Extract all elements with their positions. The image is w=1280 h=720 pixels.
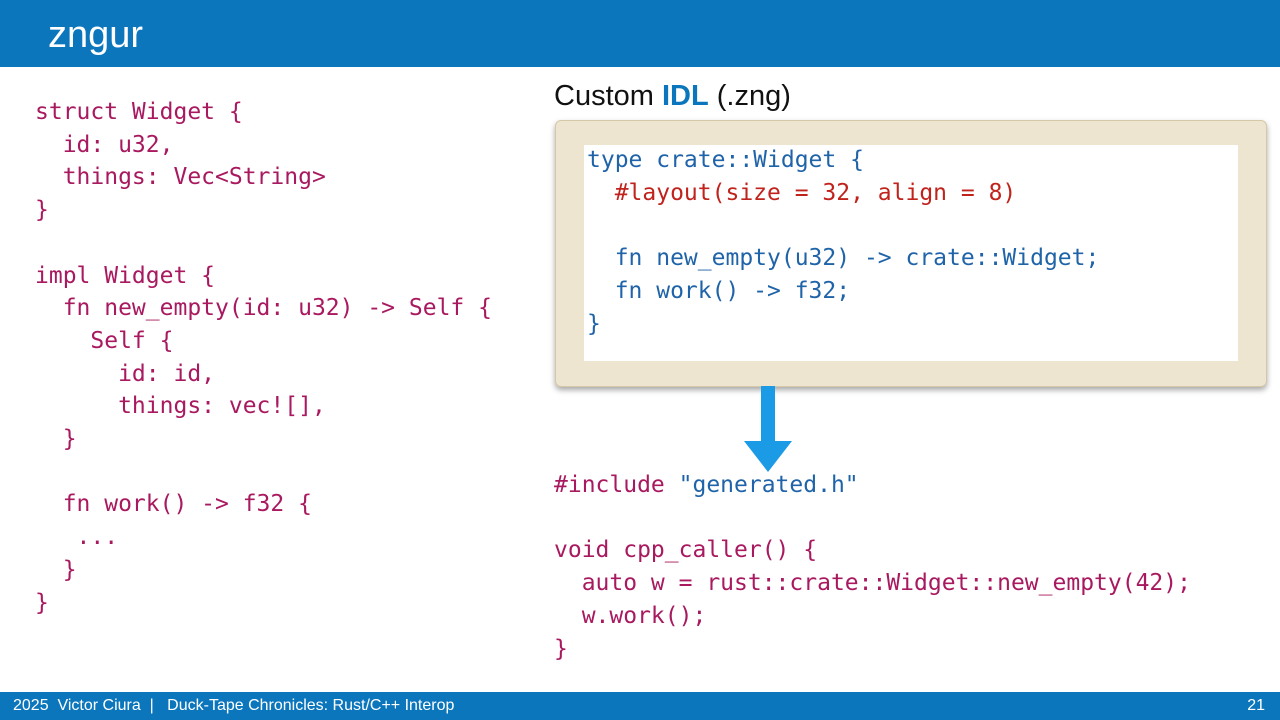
idl-heading: Custom IDL (.zng) bbox=[554, 79, 791, 113]
cpp-line-work: w.work(); bbox=[554, 602, 707, 629]
rust-code-line: id: u32, bbox=[35, 131, 174, 158]
slide-header: zngur bbox=[0, 0, 1280, 67]
cpp-line-auto: auto w = rust::crate::Widget::new_empty(… bbox=[554, 570, 1191, 597]
rust-code-line: fn work() -> f32 { bbox=[35, 491, 312, 518]
rust-code-block: struct Widget { id: u32, things: Vec<Str… bbox=[35, 96, 492, 619]
idl-line-close: } bbox=[587, 310, 601, 337]
rust-code-line: } bbox=[35, 556, 77, 583]
cpp-line-func: void cpp_caller() { bbox=[554, 537, 818, 564]
cpp-include-directive: #include bbox=[554, 472, 679, 498]
rust-code-line: ... bbox=[35, 524, 119, 551]
idl-line-work: fn work() -> f32; bbox=[587, 277, 851, 304]
arrow-down-icon bbox=[744, 386, 792, 472]
slide-footer: 2025 Victor Ciura | Duck-Tape Chronicles… bbox=[0, 692, 1280, 720]
rust-code-line: } bbox=[35, 589, 49, 616]
rust-code-line: Self { bbox=[35, 327, 174, 354]
cpp-include-file: "generated.h" bbox=[678, 472, 859, 498]
idl-heading-suffix: (.zng) bbox=[708, 80, 791, 112]
idl-line-layout: #layout(size = 32, align = 8) bbox=[587, 179, 1017, 206]
rust-code-line: things: vec![], bbox=[35, 393, 326, 420]
rust-code-line: fn new_empty(id: u32) -> Self { bbox=[35, 295, 492, 322]
cpp-line-close: } bbox=[554, 635, 568, 662]
rust-code-line: struct Widget { bbox=[35, 99, 243, 125]
page-number: 21 bbox=[1247, 697, 1265, 714]
idl-heading-strong: IDL bbox=[661, 80, 709, 112]
slide-title: zngur bbox=[48, 14, 144, 56]
rust-code-line: } bbox=[35, 426, 77, 453]
cpp-code-block: #include "generated.h" void cpp_caller()… bbox=[554, 469, 1191, 665]
rust-code-line: } bbox=[35, 197, 49, 224]
idl-line-new-empty: fn new_empty(u32) -> crate::Widget; bbox=[587, 245, 1100, 272]
idl-code-block: type crate::Widget { #layout(size = 32, … bbox=[587, 144, 1099, 340]
idl-code-area: type crate::Widget { #layout(size = 32, … bbox=[584, 145, 1238, 361]
footer-text: 2025 Victor Ciura | Duck-Tape Chronicles… bbox=[13, 697, 455, 714]
rust-code-line: impl Widget { bbox=[35, 262, 216, 289]
idl-line-type: type crate::Widget { bbox=[587, 147, 864, 173]
idl-heading-prefix: Custom bbox=[554, 80, 662, 112]
rust-code-line: things: Vec<String> bbox=[35, 164, 326, 191]
rust-code-line: id: id, bbox=[35, 360, 216, 387]
idl-panel: type crate::Widget { #layout(size = 32, … bbox=[555, 120, 1267, 387]
